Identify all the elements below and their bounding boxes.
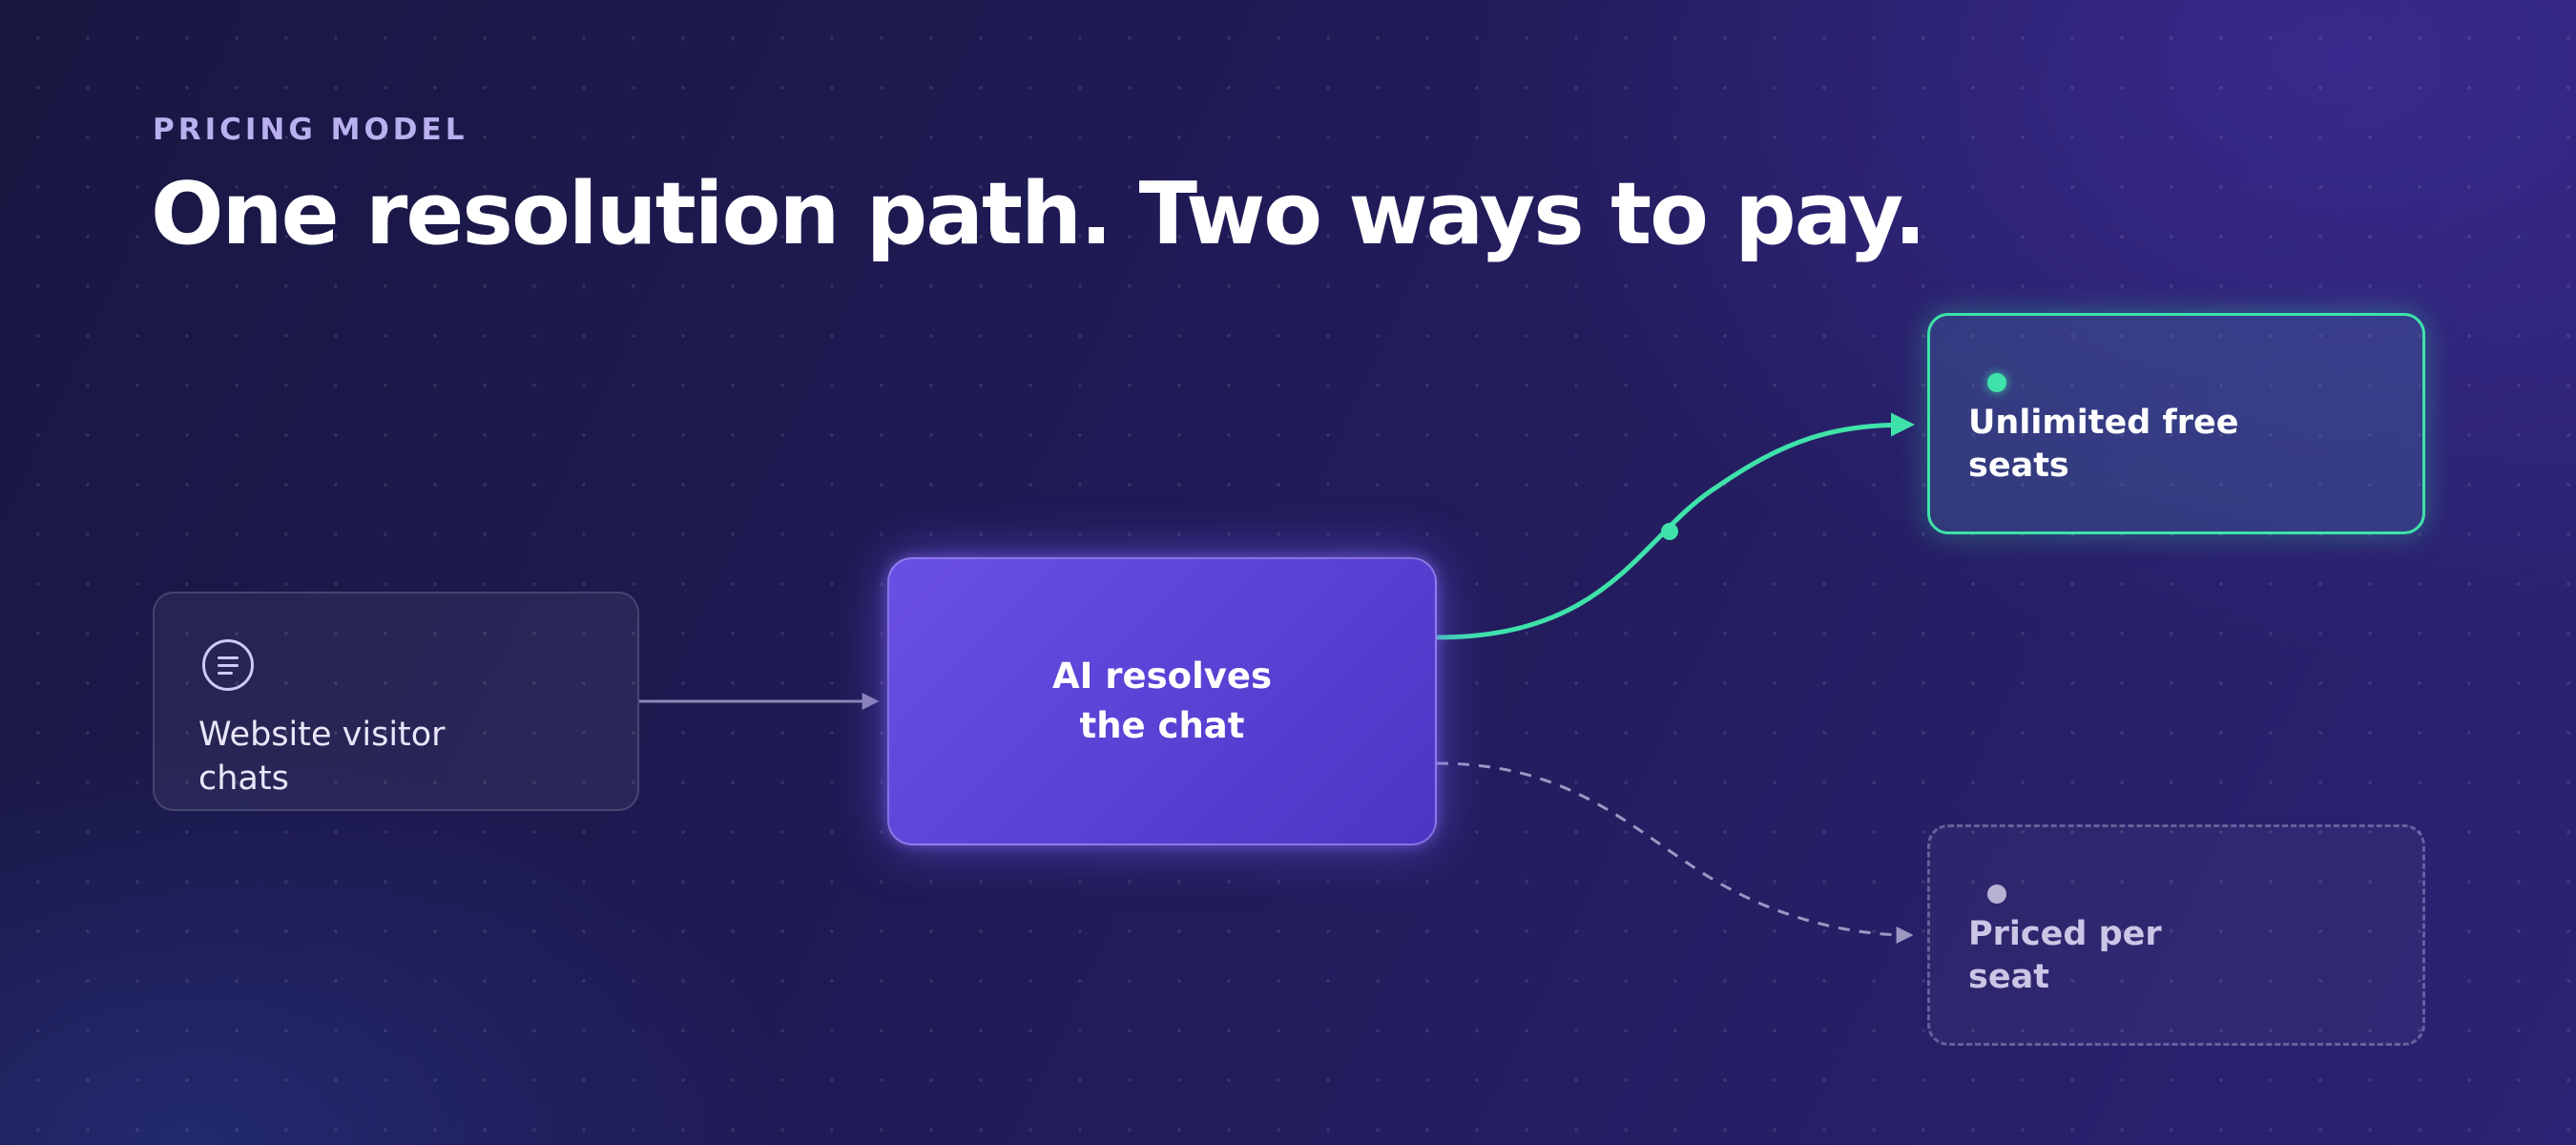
path-midpoint-node xyxy=(1661,523,1678,540)
outcome-free-seats: Unlimited free seats xyxy=(1927,313,2425,534)
ai-resolve-label: AI resolves the chat xyxy=(1052,656,1272,746)
outcome-per-seat: Priced per seat xyxy=(1927,824,2425,1046)
outcome-per-seat-label: Priced per seat xyxy=(1968,915,2162,996)
section-eyebrow: PRICING MODEL xyxy=(153,113,468,147)
per-seat-path xyxy=(1436,761,1914,944)
source-node-label: Website visitor chats xyxy=(198,716,446,798)
inactive-status-dot xyxy=(1987,885,2006,904)
source-node: Website visitor chats xyxy=(153,592,639,811)
page-title: One resolution path. Two ways to pay. xyxy=(151,164,1926,264)
active-status-dot xyxy=(1987,373,2006,392)
chat-bubble-icon xyxy=(202,639,254,691)
free-seats-path xyxy=(1436,412,1915,640)
ai-resolve-node: AI resolves the chat xyxy=(887,557,1437,845)
outcome-free-seats-label: Unlimited free seats xyxy=(1968,404,2239,485)
